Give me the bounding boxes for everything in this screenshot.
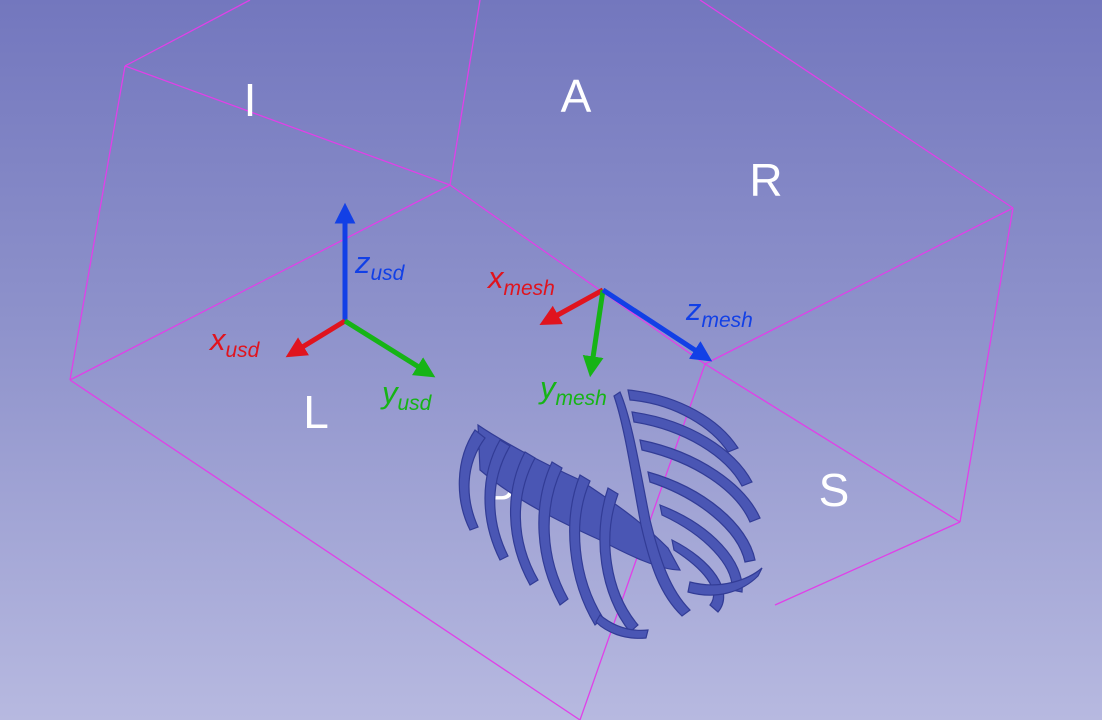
mesh-z-label: zmesh: [685, 292, 753, 332]
ribcage-body: [458, 389, 763, 639]
ribcage-model[interactable]: [458, 389, 763, 639]
mesh-y-label: ymesh: [538, 370, 607, 410]
usd-axes: zusd xusd yusd: [208, 202, 436, 415]
usd-z-label: zusd: [354, 245, 406, 285]
label-left: L: [303, 386, 329, 438]
mesh-axes: xmesh zmesh ymesh: [486, 260, 753, 410]
label-anterior: A: [561, 70, 592, 122]
label-right: R: [749, 154, 782, 206]
usd-y-label: yusd: [380, 375, 433, 415]
bounding-box: [69, 0, 1014, 720]
mesh-y-arrow: [582, 289, 606, 378]
label-inferior: I: [244, 74, 257, 126]
label-superior: S: [819, 464, 850, 516]
mesh-z-arrow: [601, 287, 713, 362]
mesh-x-label: xmesh: [486, 260, 555, 300]
usd-x-label: xusd: [208, 322, 261, 362]
usd-x-arrow: [285, 318, 347, 358]
mesh-x-arrow: [539, 287, 605, 326]
usd-y-arrow: [343, 318, 436, 378]
